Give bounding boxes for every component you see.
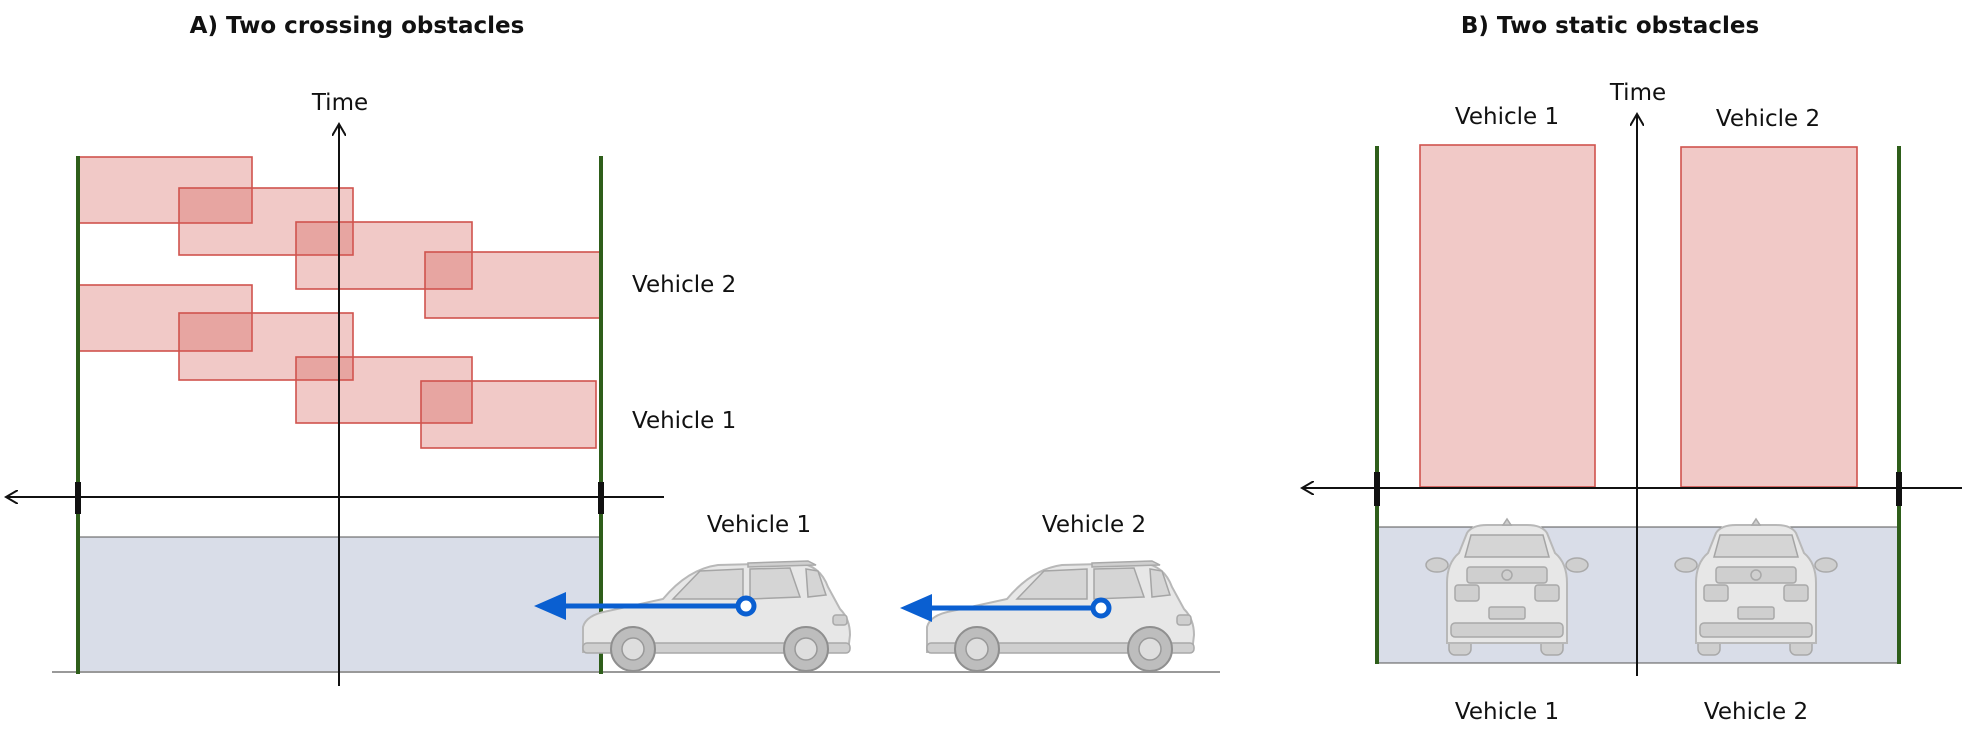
panel-b-title: B) Two static obstacles [1461, 13, 1759, 39]
occupancy-box [420, 380, 597, 449]
vehicle-1-static-occupancy [1419, 144, 1596, 488]
vehicle-2-static-occupancy [1680, 146, 1858, 488]
car-2-label: Vehicle 2 [1042, 512, 1146, 538]
vehicle-2-occupancy [77, 156, 601, 319]
bottom-vehicle-2-label: Vehicle 2 [1704, 699, 1808, 725]
top-vehicle-2-label: Vehicle 2 [1716, 106, 1820, 132]
vehicle-2-label: Vehicle 2 [632, 272, 736, 298]
vehicle-2-car [926, 560, 1195, 672]
occupancy-box [77, 156, 253, 224]
top-vehicle-1-label: Vehicle 1 [1455, 104, 1559, 130]
time-axis-label: Time [311, 90, 368, 116]
vehicle-1-label: Vehicle 1 [632, 408, 736, 434]
vehicle-1-car [582, 560, 851, 672]
occupancy-box [178, 312, 354, 381]
panel-b: B) Two static obstacles Time Vehicle 1 V… [1302, 13, 1962, 725]
panel-a: A) Two crossing obstacles Time Vehicle 2… [6, 13, 1220, 686]
occupancy-box [424, 251, 601, 319]
vehicle-1-velocity-arrow [534, 592, 757, 620]
vehicle-2-velocity-arrow [900, 594, 1112, 622]
bottom-vehicle-1-label: Vehicle 1 [1455, 699, 1559, 725]
panel-a-title: A) Two crossing obstacles [190, 13, 525, 39]
car-1-label: Vehicle 1 [707, 512, 811, 538]
time-axis-label: Time [1609, 80, 1666, 106]
occupancy-box [295, 356, 473, 424]
vehicle-1-occupancy [77, 284, 597, 449]
occupancy-box [77, 284, 253, 352]
occupancy-box [295, 221, 473, 290]
